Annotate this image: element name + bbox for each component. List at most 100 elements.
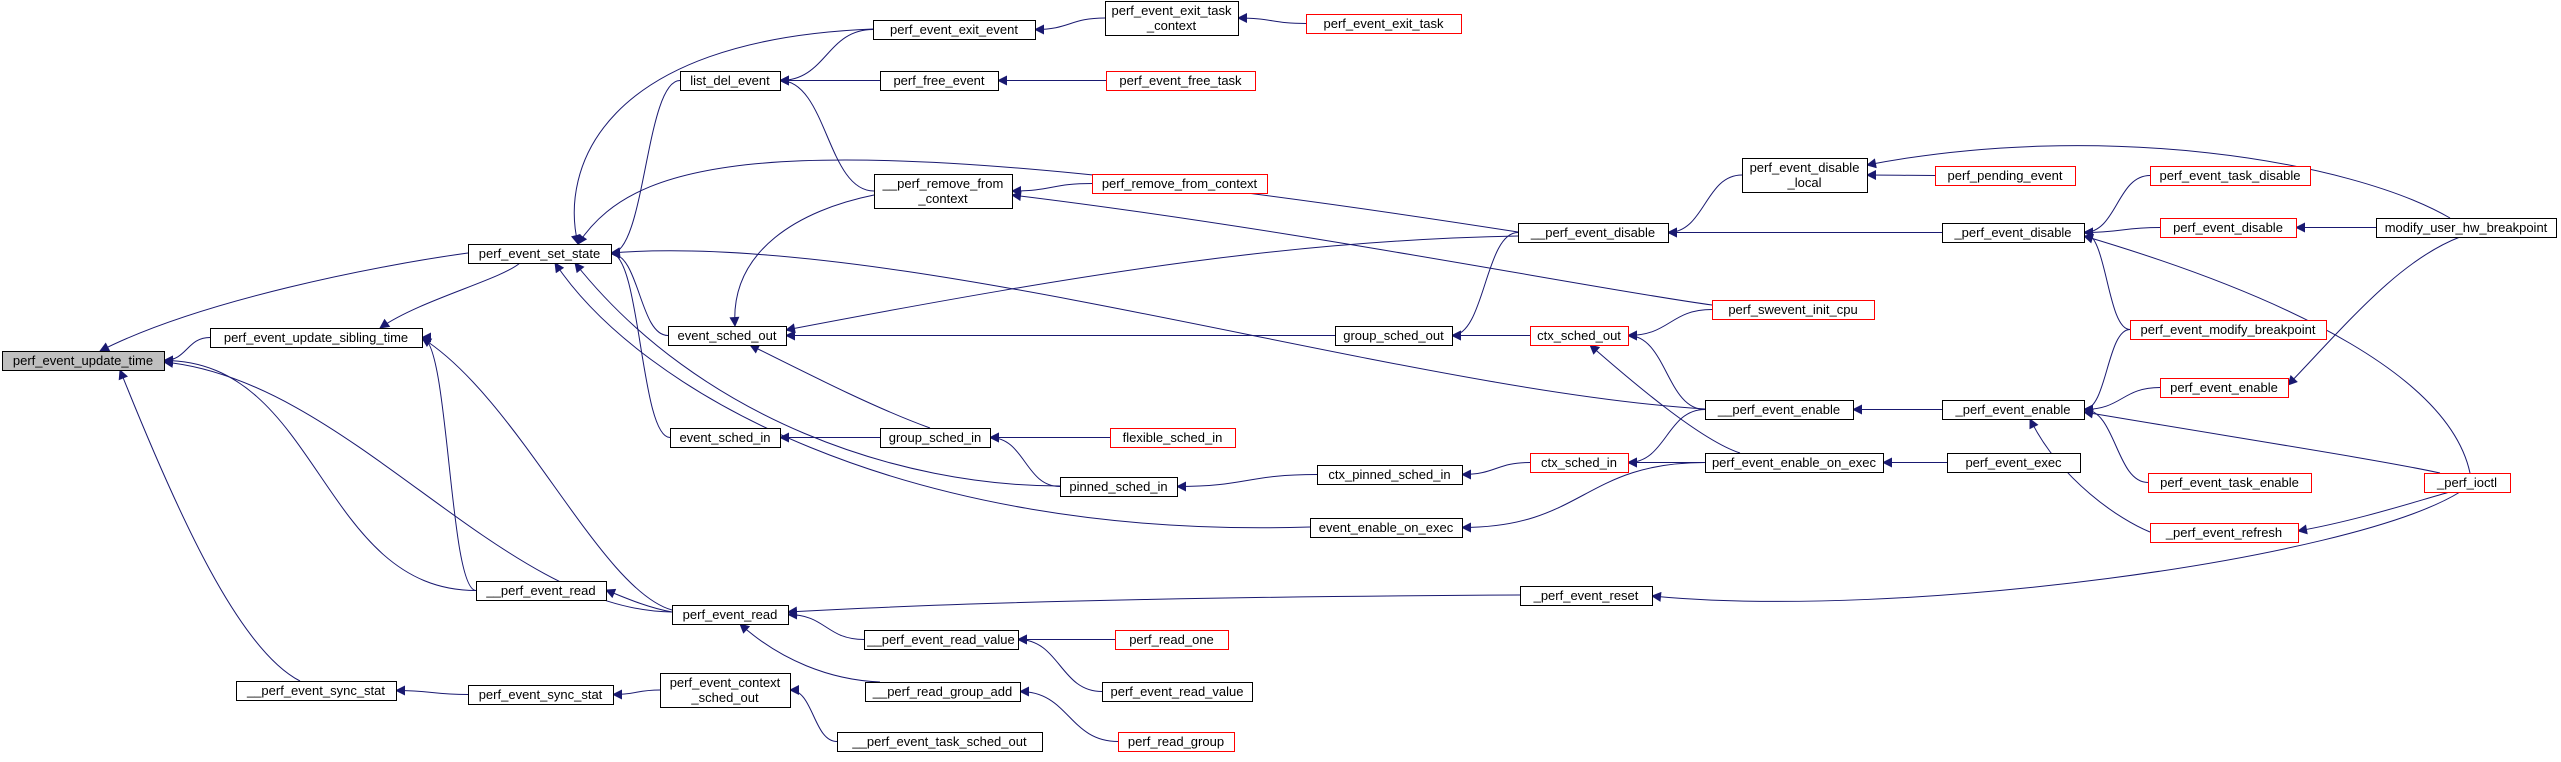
node-box bbox=[1092, 174, 1268, 194]
node-event-sched-in[interactable]: event_sched_in bbox=[670, 428, 781, 448]
node-box bbox=[2376, 218, 2557, 238]
edge-n_event_enable_on_exec-to-n_enable_on_exec_pe bbox=[1461, 462, 1706, 533]
node-perf-swevent-init-cpu[interactable]: perf_swevent_init_cpu bbox=[1712, 300, 1875, 320]
edge-n_enable_u-to-n_refresh bbox=[2029, 418, 2151, 533]
node-label: perf_event_disable bbox=[1750, 160, 1860, 175]
node-perf-event-disable[interactable]: __perf_event_disable bbox=[1518, 223, 1669, 243]
node-perf-event-sync-stat[interactable]: __perf_event_sync_stat bbox=[236, 681, 397, 701]
node-box bbox=[476, 581, 607, 601]
node-perf-event-exit-task-context[interactable]: perf_event_exit_task_context bbox=[1105, 1, 1239, 36]
edge-n_enable_u-to-n_event_enable bbox=[2083, 387, 2161, 415]
node-perf-event-read[interactable]: __perf_event_read bbox=[476, 581, 607, 601]
node-label: perf_read_one bbox=[1129, 632, 1214, 647]
node-label: perf_event_enable bbox=[2170, 380, 2278, 395]
node-box bbox=[1742, 158, 1868, 193]
node-perf-event-read-value[interactable]: perf_event_read_value bbox=[1102, 682, 1253, 702]
node-perf-read-group[interactable]: perf_read_group bbox=[1118, 732, 1235, 752]
node-label: _perf_event_refresh bbox=[2165, 525, 2282, 540]
node-perf-event-exit-event[interactable]: perf_event_exit_event bbox=[873, 20, 1036, 40]
node-box bbox=[1942, 400, 2085, 420]
edge-n_update_time-to-n_set_state bbox=[99, 252, 469, 352]
node-perf-remove-from-context[interactable]: perf_remove_from_context bbox=[1092, 174, 1268, 194]
node-flexible-sched-in[interactable]: flexible_sched_in bbox=[1110, 428, 1236, 448]
node-perf-event-enable-on-exec[interactable]: perf_event_enable_on_exec bbox=[1705, 453, 1884, 473]
node-label: perf_event_exit_event bbox=[890, 22, 1018, 37]
node-perf-event-update-sibling-time[interactable]: perf_event_update_sibling_time bbox=[210, 328, 423, 348]
node-perf-event-update-time[interactable]: perf_event_update_time bbox=[2, 351, 165, 371]
node-perf-event-enable[interactable]: __perf_event_enable bbox=[1705, 400, 1854, 420]
node-box bbox=[670, 428, 781, 448]
edge-n_ctx_pinned_sched_in-to-n_ctx_sched_in bbox=[1461, 462, 1531, 480]
node-ctx-sched-out[interactable]: ctx_sched_out bbox=[1530, 326, 1629, 346]
node-group-sched-in[interactable]: group_sched_in bbox=[880, 428, 991, 448]
edge-n_list_del-to-n_remove_ctx_dunder bbox=[779, 75, 875, 192]
node-perf-free-event[interactable]: perf_free_event bbox=[880, 71, 999, 91]
node-perf-event-sync-stat[interactable]: perf_event_sync_stat bbox=[468, 685, 614, 705]
node-box bbox=[1530, 453, 1629, 473]
edge-n_sync_stat_dunder-to-n_sync_stat bbox=[395, 685, 469, 696]
node-perf-event-read-value[interactable]: __perf_event_read_value bbox=[864, 630, 1019, 650]
node-perf-event-set-state[interactable]: perf_event_set_state bbox=[468, 244, 612, 264]
node-label: __perf_event_read bbox=[485, 583, 595, 598]
node-perf-event-reset[interactable]: _perf_event_reset bbox=[1520, 586, 1653, 606]
node-event-sched-out[interactable]: event_sched_out bbox=[668, 326, 787, 346]
node-perf-event-disable[interactable]: _perf_event_disable bbox=[1942, 223, 2085, 243]
node-perf-event-refresh[interactable]: _perf_event_refresh bbox=[2150, 523, 2299, 543]
node-label: _context bbox=[1146, 18, 1197, 33]
node-pinned-sched-in[interactable]: pinned_sched_in bbox=[1060, 477, 1178, 497]
node-perf-event-task-disable[interactable]: perf_event_task_disable bbox=[2150, 166, 2311, 186]
node-box bbox=[672, 605, 789, 625]
node-box bbox=[1530, 326, 1629, 346]
node-label: modify_user_hw_breakpoint bbox=[2385, 220, 2548, 235]
node-perf-event-modify-breakpoint[interactable]: perf_event_modify_breakpoint bbox=[2130, 320, 2327, 340]
node-event-enable-on-exec[interactable]: event_enable_on_exec bbox=[1310, 518, 1463, 538]
node-group-sched-out[interactable]: group_sched_out bbox=[1335, 326, 1453, 346]
edge-n_set_state-to-n_sched_in bbox=[610, 248, 671, 438]
node-perf-event-exec[interactable]: perf_event_exec bbox=[1947, 453, 2081, 473]
node-label: perf_event_read bbox=[683, 607, 778, 622]
node-perf-event-read[interactable]: perf_event_read bbox=[672, 605, 789, 625]
node-label: __perf_read_group_add bbox=[872, 684, 1013, 699]
edge-n_disable_dunder-to-n_disable_local bbox=[1667, 174, 1743, 238]
node-perf-ioctl[interactable]: _perf_ioctl bbox=[2424, 473, 2511, 493]
node-ctx-pinned-sched-in[interactable]: ctx_pinned_sched_in bbox=[1317, 465, 1463, 485]
node-perf-event-disable-local[interactable]: perf_event_disable_local bbox=[1742, 158, 1868, 193]
node-perf-event-task-enable[interactable]: perf_event_task_enable bbox=[2148, 473, 2312, 493]
node-box bbox=[1306, 14, 1462, 34]
node-box bbox=[1310, 518, 1463, 538]
node-perf-event-enable[interactable]: perf_event_enable bbox=[2160, 378, 2289, 398]
node-label: perf_event_disable bbox=[2173, 220, 2283, 235]
node-perf-event-task-sched-out[interactable]: __perf_event_task_sched_out bbox=[837, 732, 1043, 752]
node-box bbox=[1118, 732, 1235, 752]
node-box bbox=[1947, 453, 2081, 473]
node-box bbox=[880, 71, 999, 91]
node-box bbox=[837, 732, 1043, 752]
edge-n_set_state-to-n_enable_dunder bbox=[610, 247, 1706, 410]
node-perf-event-context-sched-out[interactable]: perf_event_context_sched_out bbox=[660, 673, 791, 708]
node-label: __perf_event_enable bbox=[1717, 402, 1840, 417]
node-perf-read-one[interactable]: perf_read_one bbox=[1115, 630, 1229, 650]
edge-n_disable_u-to-n_task_disable bbox=[2083, 175, 2151, 238]
node-box bbox=[1942, 223, 2085, 243]
node-ctx-sched-in[interactable]: ctx_sched_in bbox=[1530, 453, 1629, 473]
node-perf-event-enable[interactable]: _perf_event_enable bbox=[1942, 400, 2085, 420]
node-perf-event-disable[interactable]: perf_event_disable bbox=[2160, 218, 2297, 238]
edge-n_sched_out-to-n_disable_dunder bbox=[785, 235, 1519, 334]
node-label: event_sched_out bbox=[677, 328, 776, 343]
node-label: __perf_event_task_sched_out bbox=[851, 734, 1027, 749]
node-box bbox=[668, 326, 787, 346]
edge-n_event_read-to-n_reset bbox=[787, 594, 1521, 617]
node-box bbox=[880, 428, 991, 448]
node-list-del-event[interactable]: list_del_event bbox=[680, 71, 781, 91]
node-perf-event-free-task[interactable]: perf_event_free_task bbox=[1106, 71, 1256, 91]
node-perf-pending-event[interactable]: perf_pending_event bbox=[1935, 166, 2076, 186]
node-perf-read-group-add[interactable]: __perf_read_group_add bbox=[865, 682, 1021, 702]
node-modify-user-hw-breakpoint[interactable]: modify_user_hw_breakpoint bbox=[2376, 218, 2557, 238]
edge-n_disable_u-to-n_modify_breakpoint bbox=[2083, 227, 2131, 330]
node-label: ctx_pinned_sched_in bbox=[1328, 467, 1450, 482]
node-label: perf_pending_event bbox=[1948, 168, 2063, 183]
node-perf-event-exit-task[interactable]: perf_event_exit_task bbox=[1306, 14, 1462, 34]
node-perf-remove-from-context[interactable]: __perf_remove_from_context bbox=[874, 174, 1013, 209]
edge-n_event_read-to-n_read_value_dunder bbox=[787, 609, 865, 640]
edge-n_update_time-to-n_event_read bbox=[163, 357, 673, 613]
